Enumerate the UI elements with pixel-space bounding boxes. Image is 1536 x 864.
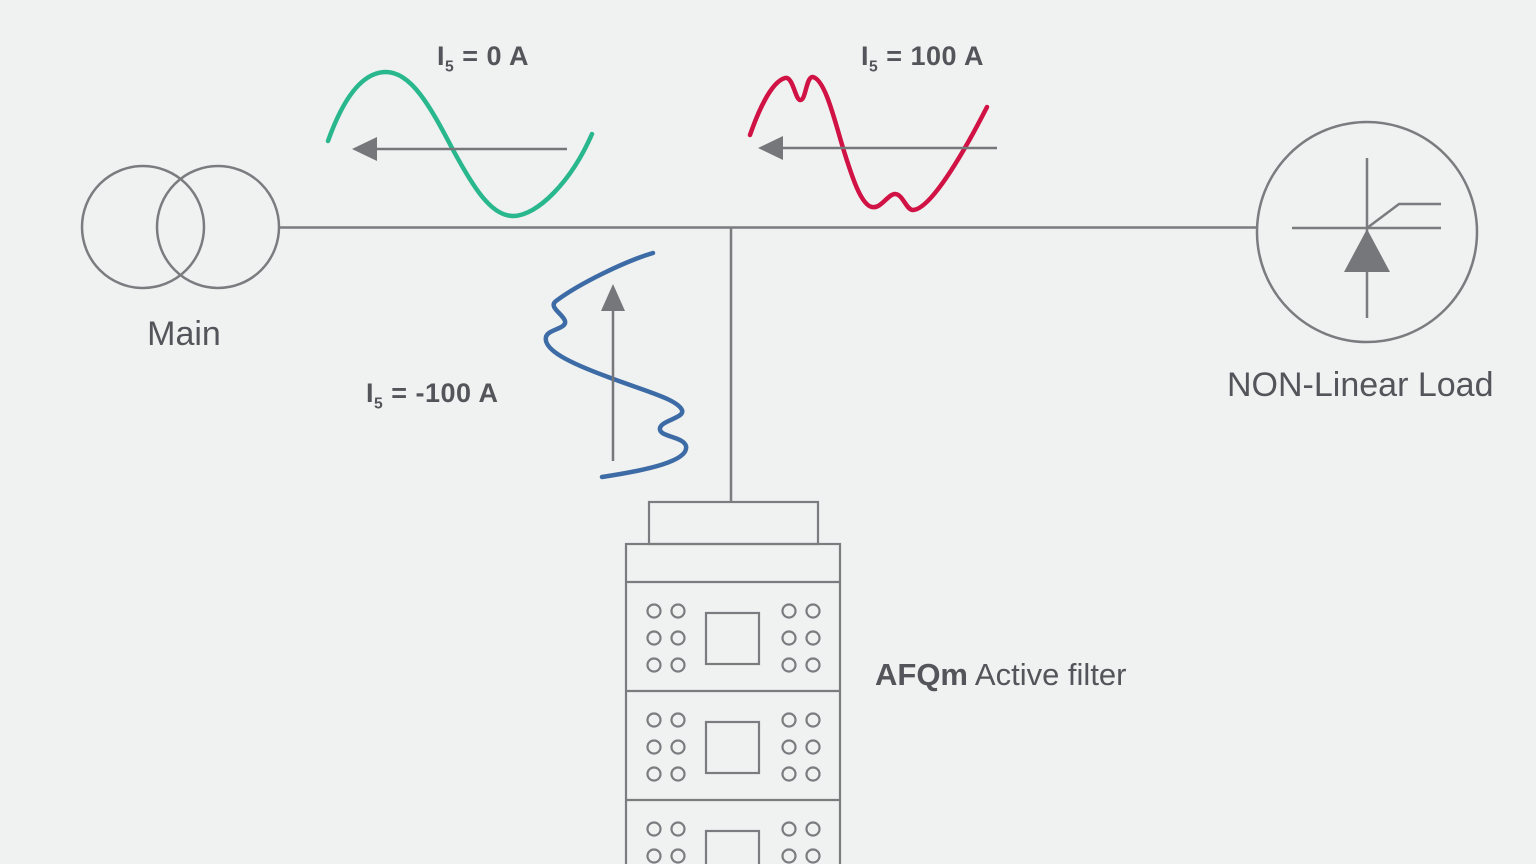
load-arrow-left-icon — [758, 136, 997, 160]
filter-body — [624, 542, 842, 864]
active-filter-icon — [624, 500, 842, 864]
current-label-source: I5 = 0 A — [437, 41, 530, 76]
active-filter-brand: AFQm — [875, 657, 968, 692]
transformer-secondary-circle — [155, 164, 281, 290]
main-transformer-label: Main — [147, 315, 221, 353]
thyristor-triangle — [1344, 229, 1390, 272]
load-wave-icon — [747, 74, 990, 213]
current-symbol: I — [366, 378, 375, 408]
transformer-primary-circle — [80, 164, 206, 290]
current-symbol: I — [861, 41, 870, 71]
current-symbol: I — [437, 41, 446, 71]
filter-module-3 — [646, 821, 821, 864]
filter-module-1 — [646, 603, 821, 673]
current-value: = 100 A — [878, 41, 985, 71]
load-circle — [1255, 120, 1479, 344]
active-filter-name: Active filter — [974, 657, 1127, 692]
filter-top-cap — [647, 500, 820, 546]
current-harmonic-order: 5 — [869, 58, 879, 76]
filter-arrow-up-icon — [601, 284, 625, 461]
filter-module-2 — [646, 712, 821, 782]
current-harmonic-order: 5 — [374, 395, 384, 413]
source-arrow-left-icon — [352, 137, 567, 161]
active-filter-label: AFQm Active filter — [875, 657, 1127, 692]
current-label-load: I5 = 100 A — [861, 41, 985, 76]
current-label-filter: I5 = -100 A — [366, 378, 499, 413]
transformer-icon — [80, 164, 281, 290]
nonlinear-load-label: NON-Linear Load — [1227, 366, 1494, 404]
current-value: = 0 A — [454, 41, 530, 71]
current-value: = -100 A — [383, 378, 499, 408]
current-harmonic-order: 5 — [445, 58, 455, 76]
filter-wave-icon — [543, 250, 689, 480]
